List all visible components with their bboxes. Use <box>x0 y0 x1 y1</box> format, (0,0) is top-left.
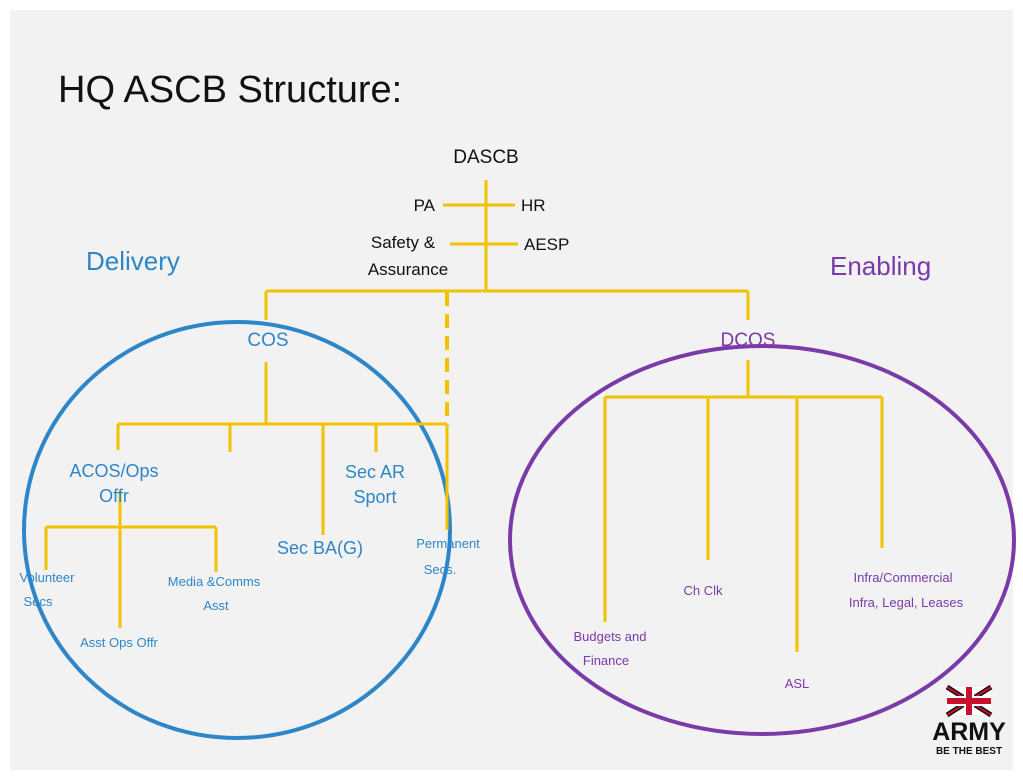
infra-label-line2: Infra, Legal, Leases <box>849 595 964 610</box>
delivery-ellipse <box>22 320 452 740</box>
ch-clk-label: Ch Clk <box>683 583 723 598</box>
army-logo-word: ARMY <box>932 718 1006 746</box>
media-label-line2: Asst <box>203 598 229 613</box>
enabling-ellipse <box>508 344 1016 736</box>
volunteer-label-line2: Secs <box>24 594 53 609</box>
sec-ar-label-line1: Sec AR <box>345 462 405 482</box>
union-flag-icon <box>945 684 993 718</box>
slide-background <box>10 10 1013 770</box>
acos-label-line2: Offr <box>99 486 129 506</box>
budgets-label-line1: Budgets and <box>573 629 646 644</box>
army-logo: ARMY BE THE BEST <box>932 684 1006 757</box>
permanent-label-line2: Secs. <box>424 562 457 577</box>
sec-ar-label-line2: Sport <box>353 487 396 507</box>
safety-label-line1: Safety & <box>371 233 436 252</box>
delivery-heading: Delivery <box>86 246 180 276</box>
asst-ops-label: Asst Ops Offr <box>80 635 158 650</box>
budgets-label-line2: Finance <box>583 653 629 668</box>
aesp-label: AESP <box>524 235 569 254</box>
permanent-label-line1: Permanent <box>416 536 480 551</box>
acos-label-line1: ACOS/Ops <box>69 461 158 481</box>
army-logo-tagline: BE THE BEST <box>936 746 1002 757</box>
asl-label: ASL <box>785 676 810 691</box>
enabling-heading: Enabling <box>830 251 931 281</box>
dcos-label: DCOS <box>721 330 776 351</box>
safety-label-line2: Assurance <box>368 260 448 279</box>
sec-ba-label: Sec BA(G) <box>277 538 363 558</box>
cos-label: COS <box>247 330 288 351</box>
slide-title: HQ ASCB Structure: <box>58 69 402 111</box>
dascb-label: DASCB <box>453 147 518 168</box>
hr-label: HR <box>521 196 546 215</box>
infra-label-line1: Infra/Commercial <box>854 570 953 585</box>
volunteer-label-line1: Volunteer <box>20 570 76 585</box>
pa-label: PA <box>414 196 436 215</box>
media-label-line1: Media &Comms <box>168 574 261 589</box>
